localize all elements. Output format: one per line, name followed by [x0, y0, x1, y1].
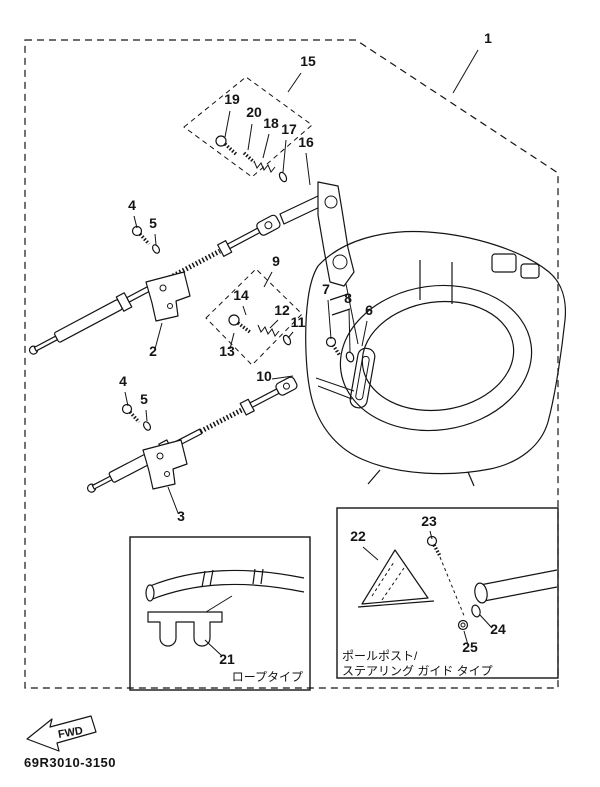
callout-24: 24	[490, 621, 506, 637]
part-spring-18	[253, 160, 276, 173]
drawing-number: 69R3010-3150	[24, 755, 116, 770]
callout-leader-3	[167, 486, 179, 514]
part-bolt-23	[426, 535, 442, 557]
part-pin-20	[242, 151, 256, 164]
callout-leader-5	[154, 233, 157, 246]
part-washer-11	[282, 334, 292, 346]
callout-14: 14	[233, 287, 249, 303]
callout-leader-23	[429, 530, 433, 540]
callout-leader-14	[242, 305, 247, 316]
callout-12: 12	[274, 302, 290, 318]
callout-leader-6	[361, 320, 368, 347]
part-bolt-19	[215, 135, 239, 157]
part-bolt-13	[228, 314, 252, 334]
callout-leader-17	[282, 139, 287, 173]
callout-leader-9	[263, 271, 273, 288]
part-bolt-7	[325, 336, 342, 357]
inset-rope-type: ロープタイプ	[129, 536, 311, 691]
callout-leader-25	[463, 630, 469, 646]
callout-leader-1	[452, 49, 479, 94]
callout-leader-18	[262, 133, 270, 159]
callout-5: 5	[149, 215, 157, 231]
part-nut-25	[457, 619, 469, 631]
part-steering-cable-upper	[28, 214, 281, 355]
part-washer-5-lower	[142, 421, 152, 431]
part-bolt-4-upper	[131, 225, 151, 246]
subassembly-box-9	[205, 268, 303, 366]
callout-leader-4	[133, 215, 138, 229]
callout-18: 18	[263, 115, 279, 131]
callout-6: 6	[365, 302, 373, 318]
callout-leader-7	[327, 299, 332, 340]
callout-leader-4	[124, 391, 129, 407]
part-steering-cable-lower	[86, 376, 298, 493]
part-bracket-2	[145, 271, 191, 322]
callout-21: 21	[219, 651, 235, 667]
callout-leader-13	[229, 332, 235, 350]
callout-2: 2	[149, 343, 157, 359]
callout-leader-11	[287, 331, 294, 339]
callout-16: 16	[298, 134, 314, 150]
callout-leader-12	[269, 319, 279, 329]
inset-pole-type-box	[336, 507, 559, 679]
part-steering-bracket-16	[279, 181, 355, 287]
callout-leader-16	[305, 152, 311, 186]
fwd-arrow: FWD	[26, 715, 97, 752]
callout-leader-19	[224, 110, 231, 138]
callout-15: 15	[300, 53, 316, 69]
callout-3: 3	[177, 508, 185, 524]
callout-17: 17	[281, 121, 297, 137]
callout-leader-8	[348, 308, 351, 353]
part-spring-12	[257, 324, 280, 337]
callout-19: 19	[224, 91, 240, 107]
part-bracket-3	[142, 439, 188, 490]
rope-type-label: ロープタイプ	[232, 670, 303, 684]
pole-type-label-line2: ステアリング ガイド タイプ	[342, 664, 493, 678]
part-washer-17	[278, 171, 288, 183]
diagram-boundary	[24, 39, 559, 689]
callout-5: 5	[140, 391, 148, 407]
callout-leader-22	[362, 546, 379, 561]
part-rope-guide-21	[147, 611, 223, 647]
callout-leader-5	[145, 409, 148, 422]
pole-type-label-line1: ポールポスト/	[342, 649, 418, 663]
part-washer-24	[471, 604, 481, 618]
cable-run-line	[315, 377, 355, 392]
part-guide-plate-22	[361, 549, 429, 605]
part-bolt-4-lower	[121, 403, 141, 424]
cable-run-line	[317, 385, 353, 400]
callout-23: 23	[421, 513, 437, 529]
inset-rope-type-box	[129, 536, 311, 691]
callout-13: 13	[219, 343, 235, 359]
callout-22: 22	[350, 528, 366, 544]
callout-7: 7	[322, 281, 330, 297]
fwd-label: FWD	[57, 725, 84, 741]
callout-8: 8	[344, 290, 352, 306]
part-bottom-cowling	[305, 230, 567, 487]
part-washer-8	[345, 351, 355, 363]
callout-10: 10	[256, 368, 272, 384]
callout-leader-15	[287, 72, 302, 93]
callout-9: 9	[272, 253, 280, 269]
callout-11: 11	[291, 314, 306, 330]
part-washer-5-upper	[151, 244, 161, 254]
callout-leader-24	[479, 614, 493, 629]
callout-leader-10	[271, 375, 294, 380]
callout-25: 25	[462, 639, 478, 655]
inset-pole-type: ポールポスト/ ステアリング ガイド タイプ	[336, 507, 559, 679]
callout-leader-2	[154, 322, 163, 350]
callout-20: 20	[246, 104, 262, 120]
callout-1: 1	[484, 30, 492, 46]
callout-leader-20	[247, 123, 253, 151]
callout-4: 4	[119, 373, 127, 389]
callout-leader-21	[204, 639, 223, 657]
callout-4: 4	[128, 197, 136, 213]
